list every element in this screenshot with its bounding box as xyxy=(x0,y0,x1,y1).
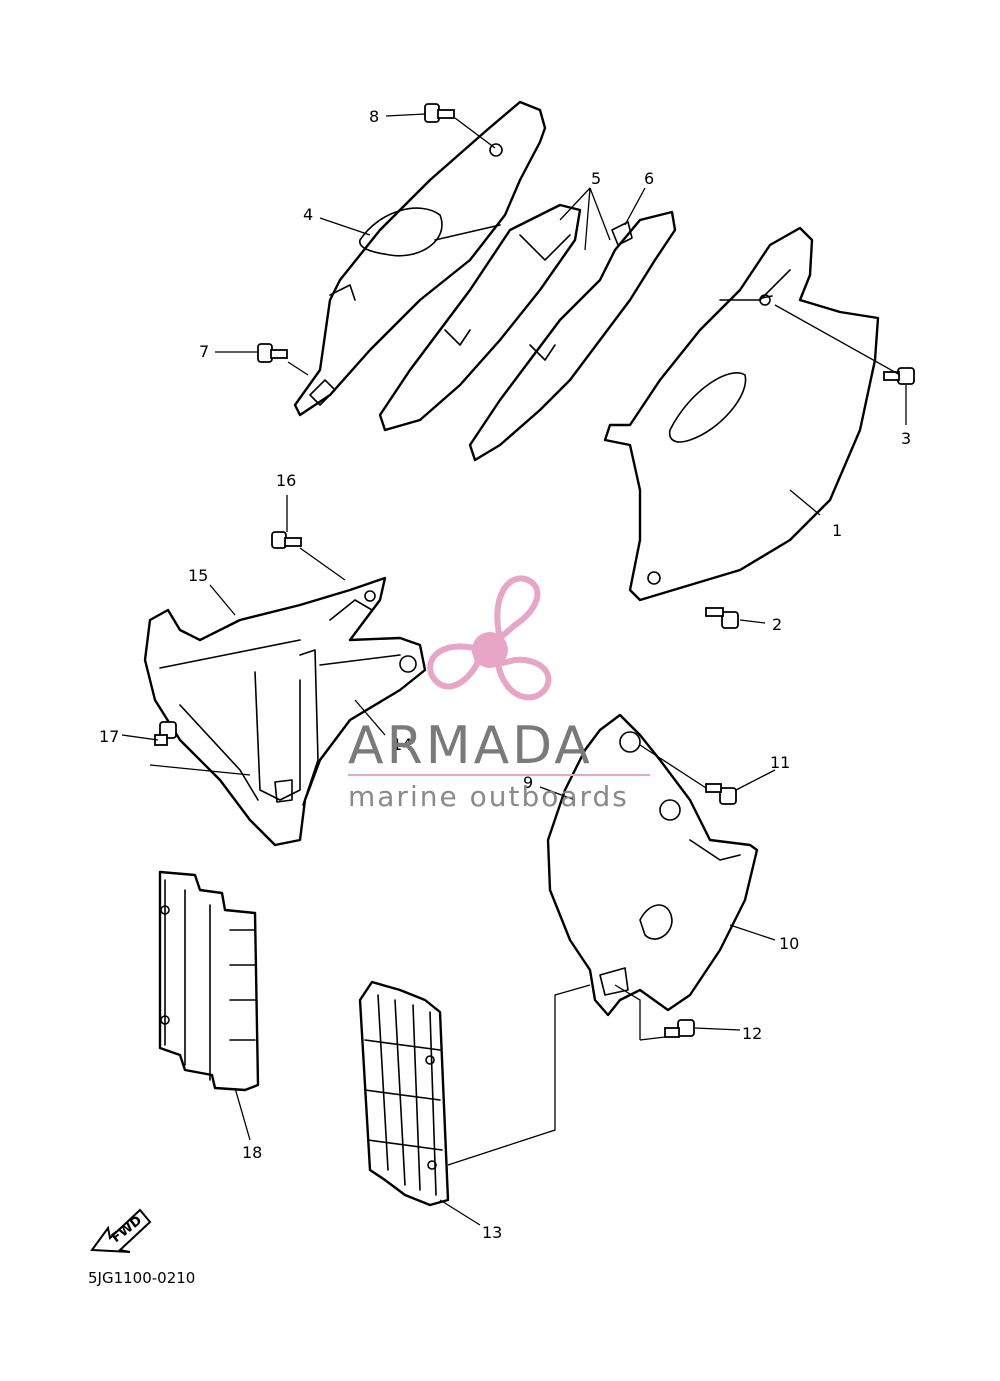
callout-8: 8 xyxy=(369,107,379,126)
part-18-louver xyxy=(158,870,260,1092)
part-5-center-panel xyxy=(378,203,582,432)
bolt-17 xyxy=(154,721,177,746)
leader-lines xyxy=(121,113,907,1226)
bolt-11 xyxy=(705,783,737,805)
callout-2: 2 xyxy=(772,615,782,634)
callout-6: 6 xyxy=(644,169,654,188)
part-9-10-shroud xyxy=(546,713,759,1017)
callout-16: 16 xyxy=(276,471,296,490)
watermark-brand: ARMADA xyxy=(348,716,593,776)
bolt-16 xyxy=(271,531,302,549)
callout-17: 17 xyxy=(99,727,119,746)
bolt-12 xyxy=(664,1019,695,1038)
callout-1: 1 xyxy=(832,521,842,540)
callout-11: 11 xyxy=(770,753,790,772)
bolt-8 xyxy=(424,103,455,123)
bolt-3 xyxy=(883,367,915,385)
part-6-right-panel xyxy=(468,210,677,462)
callout-3: 3 xyxy=(901,429,911,448)
watermark-tagline: marine outboards xyxy=(348,780,629,813)
callout-9: 9 xyxy=(523,773,533,792)
part-4-side-cover xyxy=(293,100,547,417)
watermark: ARMADA marine outboards xyxy=(348,575,650,813)
fwd-arrow-icon: FWD xyxy=(90,1208,152,1253)
bolt-7 xyxy=(257,343,288,363)
callout-14: 14 xyxy=(392,735,412,754)
callout-18: 18 xyxy=(242,1143,262,1162)
callout-4: 4 xyxy=(303,205,313,224)
callout-5: 5 xyxy=(591,169,601,188)
callout-7: 7 xyxy=(199,342,209,361)
callout-12: 12 xyxy=(742,1024,762,1043)
callout-labels: 1 2 3 4 5 6 7 8 9 10 11 12 13 14 15 16 1… xyxy=(99,107,911,1242)
callout-13: 13 xyxy=(482,1223,502,1242)
diagram-code: 5JG1100-0210 xyxy=(88,1269,195,1287)
callout-10: 10 xyxy=(779,934,799,953)
part-14-15-radiator-guard xyxy=(143,576,427,847)
propeller-logo-icon xyxy=(427,575,552,701)
part-13-grille xyxy=(358,980,450,1207)
callout-15: 15 xyxy=(188,566,208,585)
part-1-main-cover xyxy=(603,226,880,602)
bolt-2 xyxy=(705,607,739,629)
